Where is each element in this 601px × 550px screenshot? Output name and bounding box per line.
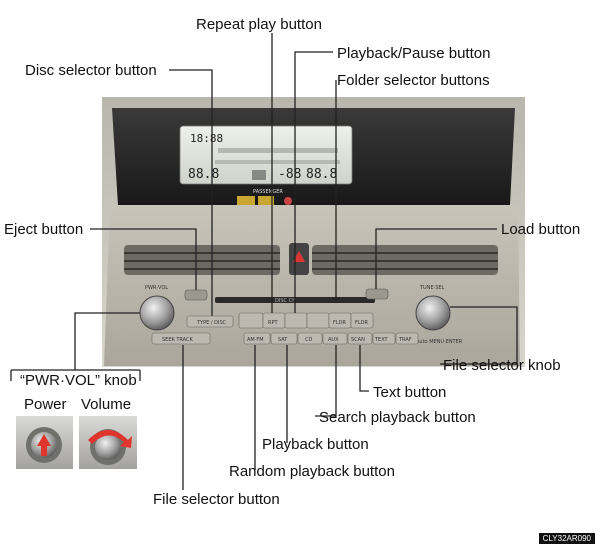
pwr-vol-panel-label: PWR·VOL [145, 285, 168, 291]
image-code: CLY32AR090 [538, 533, 595, 544]
am-fm-label: AM·FM [247, 337, 264, 343]
am-fm-button[interactable] [243, 332, 271, 345]
tune-sel-panel-label: TUNE·SEL [419, 285, 445, 291]
random-playback-label: Random playback button [229, 463, 395, 480]
playback-label: Playback button [262, 436, 369, 453]
auto-menu-label: Auto MENU·ENTER [416, 339, 463, 345]
rpt-label: RPT [268, 320, 278, 326]
repeat-play-label: Repeat play button [196, 16, 322, 33]
text-label: TEXT [374, 337, 389, 343]
folder-down-label: FLDR [333, 320, 347, 326]
power-caption: Power [24, 396, 67, 413]
airbag-icon [284, 197, 292, 205]
aux-label: AUX [328, 337, 339, 343]
cd-button[interactable] [297, 332, 323, 345]
volume-caption: Volume [81, 396, 132, 413]
file-selector-knob[interactable] [415, 295, 451, 331]
pwr-vol-knob[interactable] [139, 295, 175, 331]
lcd-outside-temp: -88 [278, 167, 301, 182]
scan-label: SCAN [351, 337, 365, 343]
type-disc-button[interactable] [186, 315, 234, 328]
playback-pause-button[interactable] [284, 312, 308, 329]
traf-button[interactable] [395, 332, 419, 345]
lcd-display [179, 125, 353, 185]
passenger-label: PASSENGER [253, 189, 283, 195]
playback-pause-label: Playback/Pause button [337, 45, 491, 62]
scan-button[interactable] [347, 332, 373, 345]
text-button-label: Text button [373, 384, 447, 401]
load-button[interactable] [365, 288, 389, 300]
preset-1-button[interactable] [238, 312, 264, 329]
traf-label: TRAF [398, 337, 412, 343]
sat-label: SAT [278, 337, 288, 343]
file-selector-button-label: File selector button [153, 491, 280, 508]
disc-selector-label: Disc selector button [25, 62, 157, 79]
pwr-vol-knob-label: “PWR·VOL” knob [20, 372, 137, 389]
type-disc-label: TYPE / DISC [196, 320, 227, 326]
airbag-on-indicator [258, 196, 274, 205]
push-arrow-icon [37, 434, 51, 456]
text-panel-button[interactable] [372, 332, 396, 345]
folder-up-button[interactable] [350, 312, 374, 329]
airbag-off-indicator [237, 196, 255, 205]
lcd-temp-right: 88.8 [306, 167, 337, 182]
seek-track-button[interactable] [151, 332, 211, 345]
load-label: Load button [501, 221, 581, 238]
rotate-arrow-icon [88, 430, 132, 448]
lcd-temp-left: 88.8 [188, 167, 219, 182]
preset-4-button[interactable] [306, 312, 330, 329]
leader-lines [10, 33, 518, 490]
lcd-clock: 18:88 [190, 132, 223, 145]
folder-selector-label: Folder selector buttons [337, 72, 490, 89]
cd-label: CD [305, 337, 312, 343]
eject-label: Eject button [4, 221, 84, 238]
disc-ch-label: DISC CH [275, 298, 296, 304]
seek-track-label: SEEK TRACK [162, 337, 194, 343]
search-playback-label: Search playback button [319, 409, 476, 426]
folder-up-label: FLDR [355, 320, 369, 326]
aux-button[interactable] [322, 332, 348, 345]
file-selector-knob-label: File selector knob [443, 357, 561, 374]
eject-button[interactable] [184, 289, 208, 301]
sat-button[interactable] [270, 332, 298, 345]
